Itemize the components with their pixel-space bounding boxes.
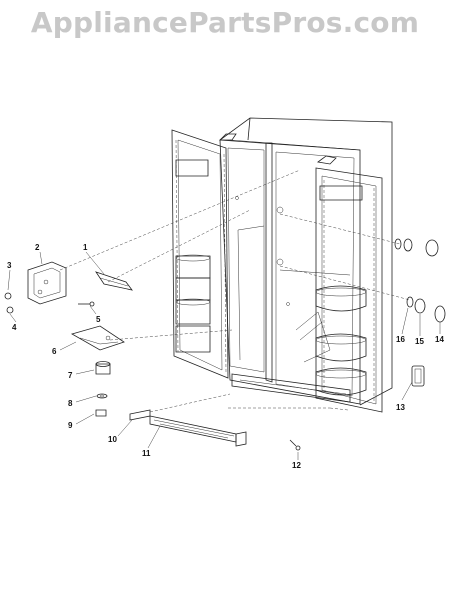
handle-trim-part	[95, 271, 133, 291]
callout-10: 10	[108, 435, 117, 444]
screw-icon	[6, 306, 14, 314]
callout-3: 3	[7, 261, 12, 270]
callout-2: 2	[35, 243, 40, 252]
callout-13: 13	[396, 403, 405, 412]
watermark-logo-text: AppliancePartsPros.com	[30, 6, 420, 39]
screw-part	[78, 301, 95, 307]
refrigerator-cabinet	[219, 117, 393, 406]
leader-lines	[7, 251, 441, 460]
freezer-door	[171, 129, 229, 379]
upper-hinge-part	[4, 261, 67, 314]
right-door-hinge-parts	[394, 238, 446, 387]
screw-icon	[4, 292, 12, 300]
callout-11: 11	[142, 449, 151, 458]
callout-15: 15	[415, 337, 424, 346]
callout-14: 14	[435, 335, 444, 344]
callout-1: 1	[83, 243, 88, 252]
grille-screw-part	[289, 439, 301, 451]
callout-labels: 1 2 3 4 5 6 7 8 9 10 11 12 13 14 15 16	[7, 243, 444, 470]
toe-grille-part	[129, 409, 247, 447]
callout-5: 5	[96, 315, 101, 324]
lower-hinge-bracket-part	[70, 325, 125, 351]
callout-4: 4	[12, 323, 17, 332]
callout-9: 9	[68, 421, 73, 430]
callout-8: 8	[68, 399, 73, 408]
assembly-guide-lines	[59, 169, 411, 413]
callout-12: 12	[292, 461, 301, 470]
callout-7: 7	[68, 371, 73, 380]
fresh-food-door	[315, 167, 383, 413]
callout-6: 6	[52, 347, 57, 356]
callout-16: 16	[396, 335, 405, 344]
leveler-caster-part	[95, 361, 111, 417]
